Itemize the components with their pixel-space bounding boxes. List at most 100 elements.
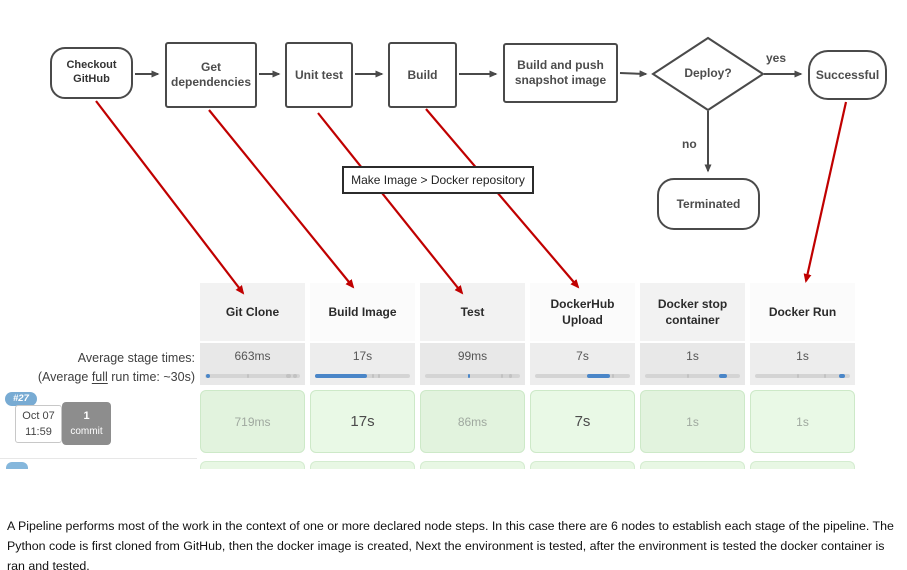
stage-header: Build Image [310, 283, 415, 341]
next-run-cell-partial [530, 461, 635, 469]
stage-name: Test [460, 304, 485, 319]
stage-column: Docker stop container 1s 1s [640, 283, 745, 469]
build-date: Oct 07 [22, 409, 55, 422]
stage-average-cell: 99ms [420, 343, 525, 385]
stage-average-bar [755, 374, 850, 378]
flow-arrow-buildpush-deploy [619, 70, 648, 78]
flow-node-terminated: Terminated [657, 178, 760, 230]
next-run-cell-partial [310, 461, 415, 469]
node-label: Successful [815, 67, 880, 82]
stage-average-value: 17s [352, 349, 373, 363]
flow-arrows [135, 70, 803, 173]
red-arrow-checkout-gitclone [95, 100, 245, 295]
stage-run-value: 719ms [234, 414, 271, 429]
stage-average-bar [315, 374, 410, 378]
commit-label: commit [70, 426, 103, 438]
flow-node-checkout-github: Checkout GitHub [50, 47, 133, 99]
bar-ghost-segment [285, 374, 291, 378]
stage-name: Docker Run [768, 304, 837, 319]
bar-ghost-segment [508, 374, 513, 378]
next-run-cell-partial [640, 461, 745, 469]
row-separator [0, 458, 197, 459]
stage-header: Docker Run [750, 283, 855, 341]
stage-run-cell[interactable]: 7s [530, 390, 635, 453]
deploy-diamond [651, 36, 765, 112]
bar-fill-segment [315, 374, 368, 378]
edge-label-yes: yes [766, 51, 787, 65]
stage-run-cell[interactable]: 17s [310, 390, 415, 453]
node-label: Build and push snapshot image [514, 58, 607, 87]
stage-average-cell: 663ms [200, 343, 305, 385]
stage-run-cell[interactable]: 719ms [200, 390, 305, 453]
bar-fill-segment [467, 374, 470, 378]
stage-average-value: 1s [796, 349, 809, 363]
annotation-make-image-docker-repo: Make Image > Docker repository [342, 166, 534, 194]
stage-header: Docker stop container [640, 283, 745, 341]
build-date-time[interactable]: Oct 07 11:59 [15, 405, 62, 443]
avg-label-line1: Average stage times: [77, 351, 195, 365]
commit-count-box[interactable]: 1 commit [62, 402, 111, 445]
stage-column: DockerHub Upload 7s 7s [530, 283, 635, 469]
stage-average-value: 99ms [457, 349, 488, 363]
stage-header: Git Clone [200, 283, 305, 341]
stage-average-bar [645, 374, 740, 378]
red-arrow-successful-dockerrun [803, 101, 848, 283]
bar-ghost-segment [501, 374, 503, 378]
avg-label-line2-full: full [91, 370, 108, 385]
stage-run-value: 7s [574, 413, 591, 430]
stage-average-bar [535, 374, 630, 378]
commit-count: 1 [83, 409, 90, 422]
red-mapping-arrows [95, 100, 848, 295]
bar-ghost-segment [246, 374, 249, 378]
stage-run-value: 1s [686, 414, 699, 429]
stage-average-value: 7s [576, 349, 589, 363]
bar-ghost-segment [293, 374, 298, 378]
next-build-badge-partial [6, 462, 28, 469]
stage-average-bar [425, 374, 520, 378]
bar-ghost-segment [796, 374, 799, 378]
bar-ghost-segment [372, 374, 374, 378]
checkout-line1: Checkout [66, 59, 117, 72]
node-label: Get dependencies [170, 60, 252, 89]
bar-ghost-segment [377, 374, 380, 378]
stage-average-bar [205, 374, 300, 378]
stage-run-cell[interactable]: 1s [640, 390, 745, 453]
stage-average-cell: 17s [310, 343, 415, 385]
flow-node-build: Build [388, 42, 457, 108]
stage-column: Build Image 17s 17s [310, 283, 415, 469]
bar-fill-segment [587, 374, 611, 378]
stage-run-value: 17s [350, 413, 375, 430]
stage-average-value: 1s [686, 349, 699, 363]
stage-view-table: Average stage times: (Average full run t… [0, 283, 860, 469]
bar-fill-segment [838, 374, 846, 378]
node-label: Build [407, 67, 438, 82]
stage-run-value: 86ms [457, 414, 488, 429]
stage-header: DockerHub Upload [530, 283, 635, 341]
bar-ghost-segment [686, 374, 689, 378]
stage-column: Docker Run 1s 1s [750, 283, 855, 469]
bar-ghost-segment [611, 374, 614, 378]
next-run-cell-partial [420, 461, 525, 469]
stage-name: Git Clone [225, 304, 280, 319]
flow-node-successful: Successful [808, 50, 887, 100]
flow-node-get-dependencies: Get dependencies [165, 42, 257, 108]
stage-average-value: 663ms [234, 349, 271, 363]
stage-header: Test [420, 283, 525, 341]
stage-run-cell[interactable]: 1s [750, 390, 855, 453]
node-label: Terminated [676, 196, 741, 211]
stage-average-cell: 1s [640, 343, 745, 385]
bar-ghost-segment [824, 374, 827, 378]
edge-label-no: no [682, 137, 697, 151]
flow-node-build-push-snapshot: Build and push snapshot image [503, 43, 618, 103]
stage-name: Docker stop container [657, 296, 728, 327]
avg-label-line2-prefix: (Average [37, 370, 92, 385]
stage-run-cell[interactable]: 86ms [420, 390, 525, 453]
stage-average-cell: 7s [530, 343, 635, 385]
stage-run-value: 1s [796, 414, 809, 429]
avg-label-line2-suffix: run time: ~30s) [107, 370, 195, 385]
stage-column: Test 99ms 86ms [420, 283, 525, 469]
next-run-cell-partial [200, 461, 305, 469]
build-number-badge[interactable]: #27 [5, 392, 37, 406]
